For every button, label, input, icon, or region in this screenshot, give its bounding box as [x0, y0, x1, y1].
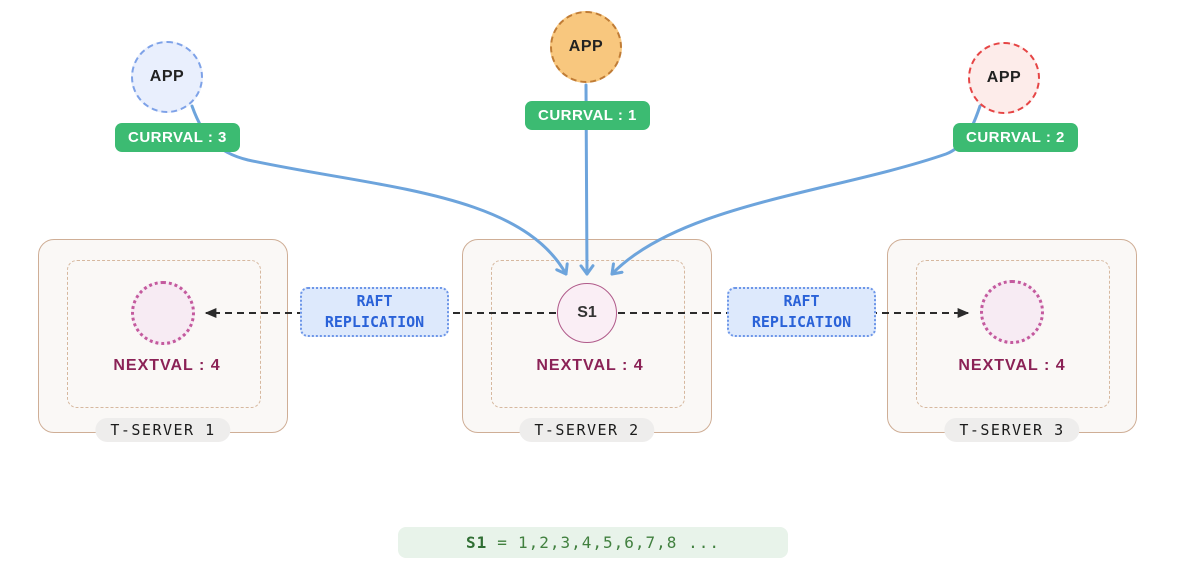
app-node-2-label: APP: [568, 38, 604, 55]
raft-replication-label-left: RAFT REPLICATION: [300, 287, 449, 337]
sequence-values: 1,2,3,4,5,6,7,8 ...: [517, 533, 720, 552]
raft-label-line1: RAFT: [783, 292, 820, 310]
sequence-name: S1: [466, 533, 488, 552]
tserver-1-label: T-SERVER 1: [95, 418, 231, 442]
currval-badge-app2: CURRVAL : 1: [525, 101, 650, 130]
tserver-1-tablet-area: [67, 260, 261, 408]
s1-leader-circle: S1: [557, 283, 617, 343]
app-node-1: APP: [131, 41, 203, 113]
app-node-3-label: APP: [986, 69, 1022, 86]
tserver-3-tablet-area: [916, 260, 1110, 408]
tserver-3-label: T-SERVER 3: [944, 418, 1080, 442]
arrow-app3-to-s1: [610, 104, 982, 276]
app-node-2: APP: [550, 11, 622, 83]
nextval-tserver-1: NEXTVAL : 4: [113, 357, 221, 374]
app-node-3: APP: [968, 42, 1040, 114]
raft-replication-label-right: RAFT REPLICATION: [727, 287, 876, 337]
replica-sequence-circle-icon-3: [980, 280, 1044, 344]
arrow-app1-to-s1: [190, 104, 569, 276]
currval-badge-app3: CURRVAL : 2: [953, 123, 1078, 152]
currval-badge-app1: CURRVAL : 3: [115, 123, 240, 152]
sequence-equals-sign: =: [497, 533, 508, 552]
raft-label-line2: REPLICATION: [324, 313, 425, 331]
nextval-tserver-3: NEXTVAL : 4: [958, 357, 1066, 374]
s1-leader-label: S1: [577, 304, 597, 321]
nextval-tserver-2: NEXTVAL : 4: [536, 357, 644, 374]
raft-label-line2: REPLICATION: [751, 313, 852, 331]
sequence-values-box: S1 = 1,2,3,4,5,6,7,8 ...: [398, 527, 788, 558]
raft-label-line1: RAFT: [356, 292, 393, 310]
replica-sequence-circle-icon-1: [131, 281, 195, 345]
tserver-2-label: T-SERVER 2: [519, 418, 655, 442]
app-node-1-label: APP: [149, 68, 185, 85]
tserver-box-1: T-SERVER 1: [38, 239, 288, 442]
